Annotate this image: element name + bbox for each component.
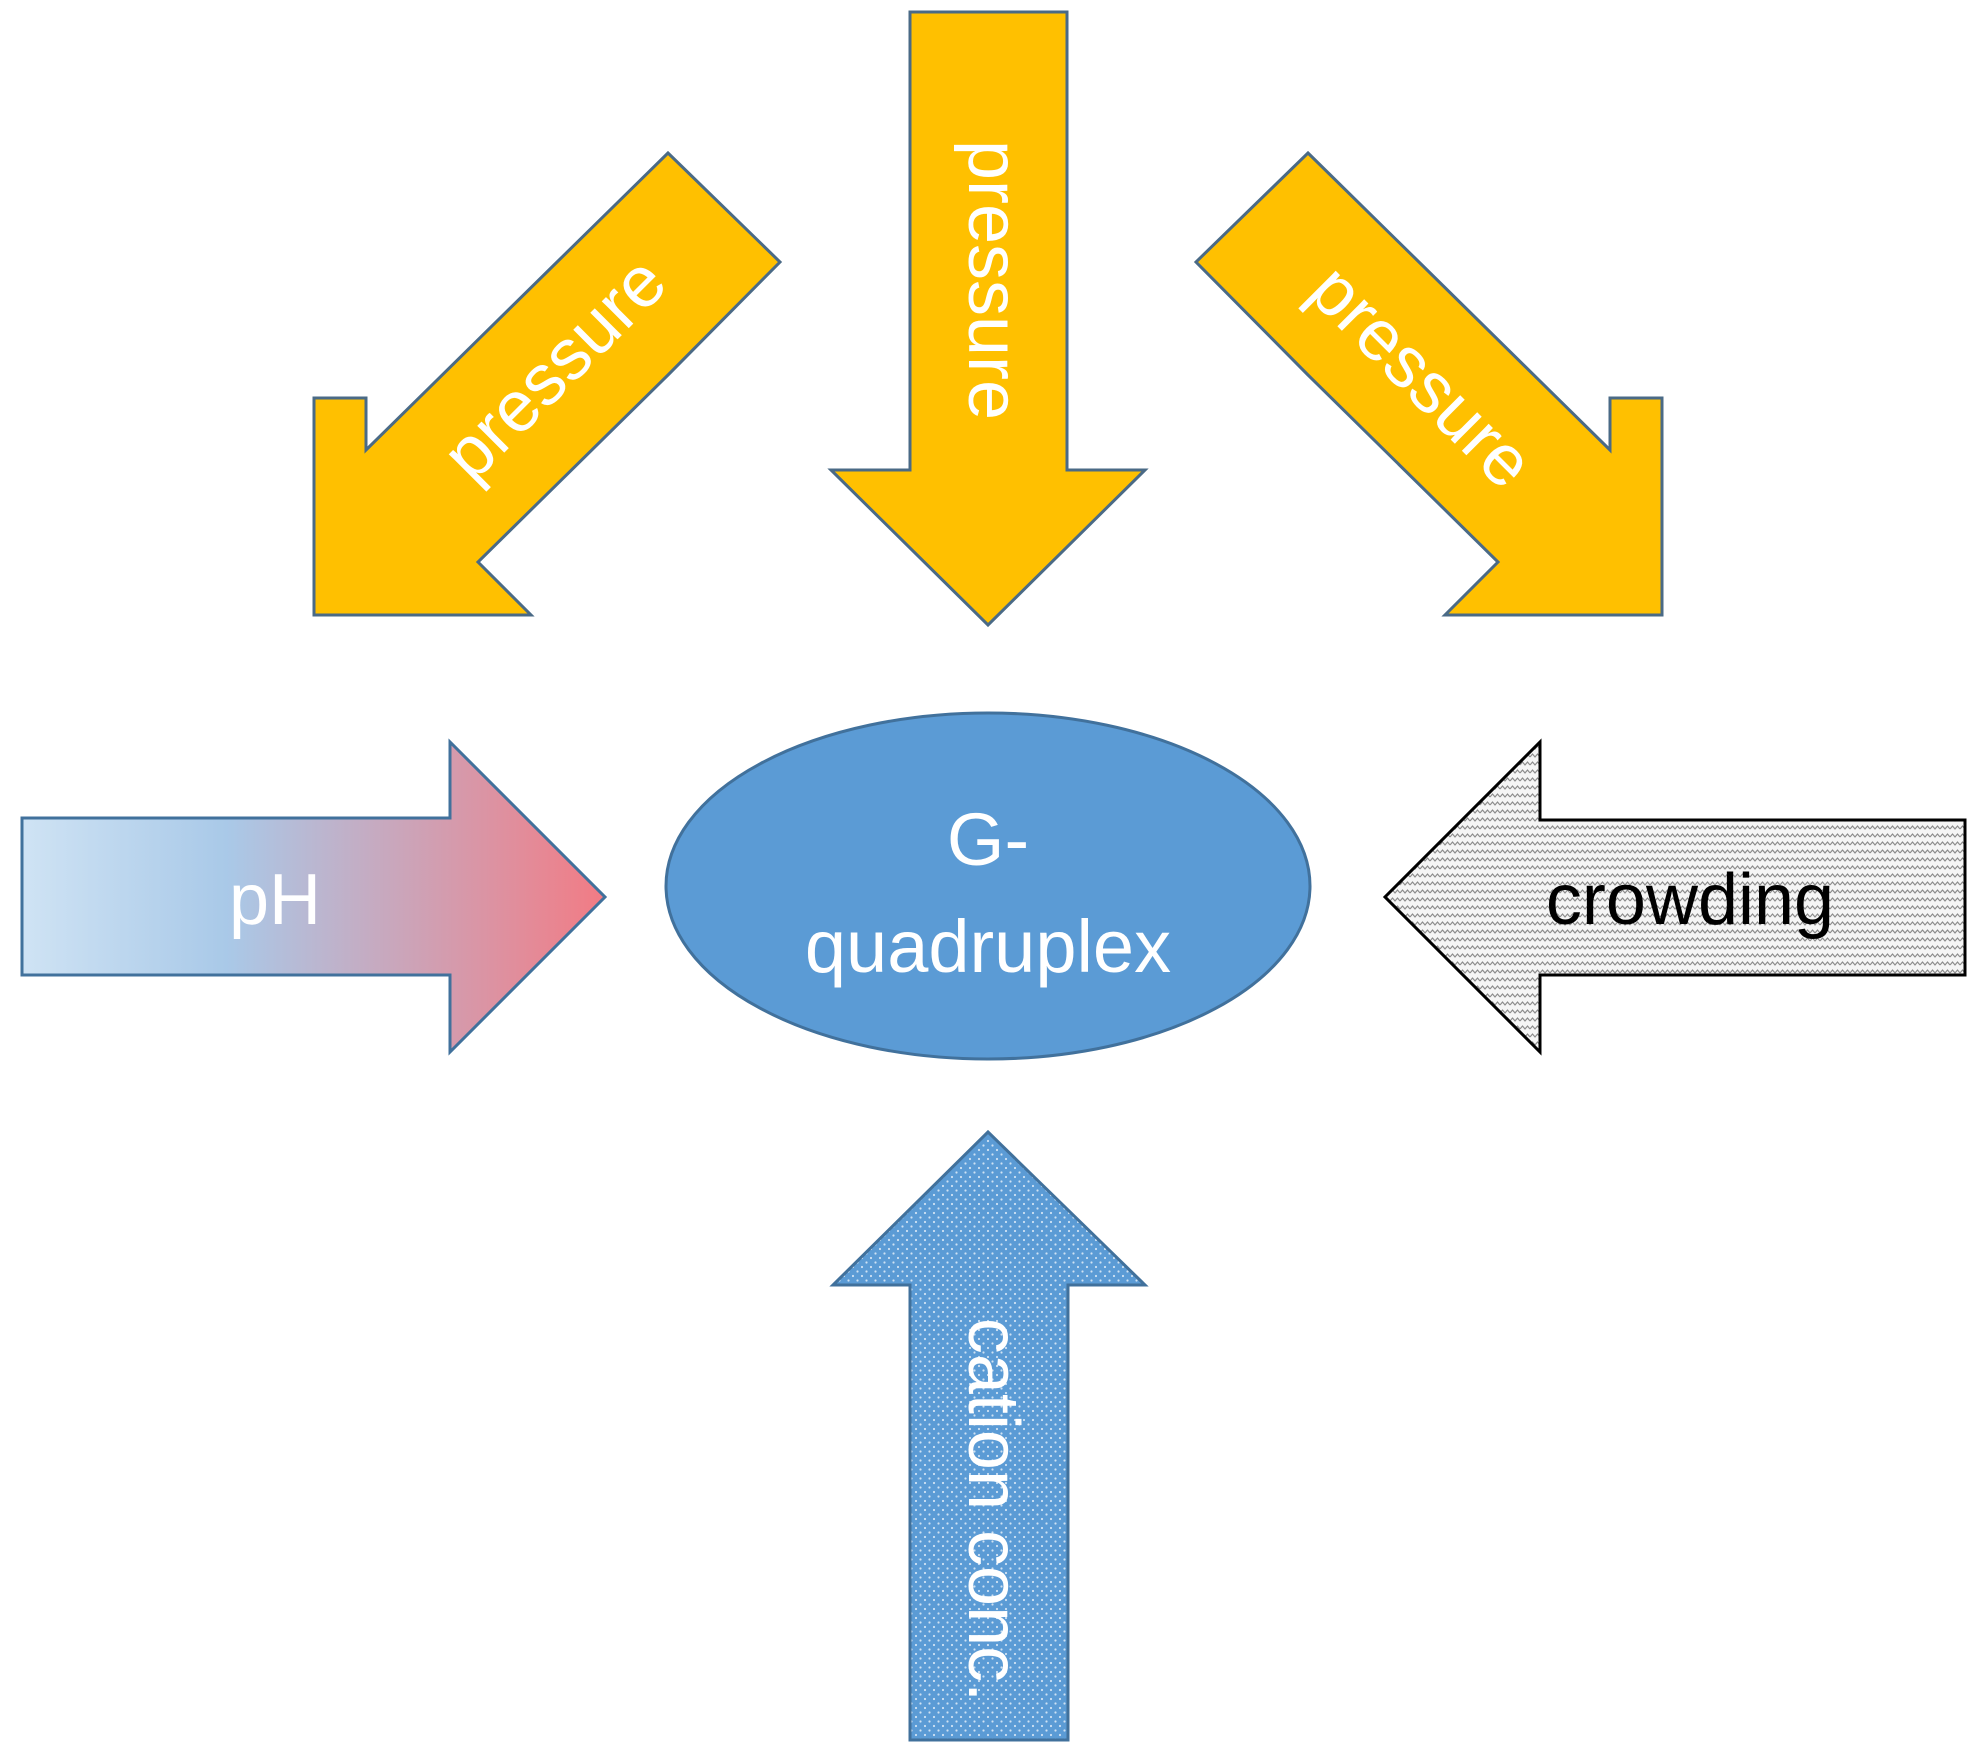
- g-quadruplex-ellipse: [664, 711, 1312, 1061]
- pressure-label-top: pressure: [953, 140, 1033, 420]
- crowding-arrow: [1382, 738, 1967, 1056]
- center-label-line1: G-: [947, 798, 1029, 881]
- cation-label: cation conc.: [953, 1318, 1033, 1702]
- center-label-line2: quadruplex: [805, 905, 1171, 988]
- ph-arrow: [20, 738, 608, 1056]
- pressure-arrow-top: [827, 10, 1149, 628]
- cation-arrow: [829, 1129, 1149, 1742]
- crowding-label: crowding: [1546, 860, 1834, 940]
- pressure-arrow-left: [312, 150, 783, 617]
- pressure-arrow-left-shape: [312, 150, 783, 617]
- ph-label: pH: [229, 860, 321, 940]
- pressure-arrow-right: [1193, 150, 1664, 617]
